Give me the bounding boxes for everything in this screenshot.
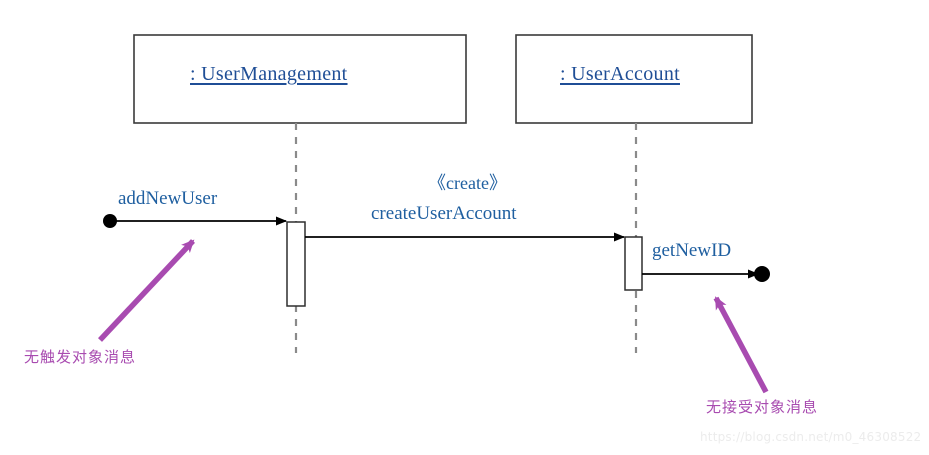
annotation-arrow-no-trigger-object <box>97 239 196 342</box>
annotation-arrow-no-receiver-object <box>713 296 769 394</box>
message-label-add-new-user: addNewUser <box>118 188 218 209</box>
object-box-user-account[interactable] <box>515 34 753 124</box>
message-get-new-id[interactable] <box>642 266 770 282</box>
object-box-user-management[interactable] <box>133 34 467 124</box>
object-name-user-account[interactable]: : UserAccount <box>560 63 680 85</box>
activation-bar-user-management[interactable] <box>286 221 306 307</box>
message-stereotype-create: 《create》 <box>428 173 507 193</box>
object-name-user-management[interactable]: : UserManagement <box>190 63 348 85</box>
lifeline-user-account[interactable] <box>515 34 753 353</box>
message-add-new-user[interactable] <box>103 214 287 228</box>
watermark-text: https://blog.csdn.net/m0_46308522 <box>700 430 922 444</box>
annotation-label-no-receiver-object: 无接受对象消息 <box>706 398 819 416</box>
annotation-label-no-trigger-object: 无触发对象消息 <box>24 348 137 366</box>
found-message-start-dot <box>103 214 117 228</box>
lost-message-end-dot <box>754 266 770 282</box>
message-label-get-new-id: getNewID <box>652 240 732 261</box>
activation-bar-user-account[interactable] <box>624 236 643 291</box>
message-label-create-user-account: createUserAccount <box>371 203 517 224</box>
lifeline-user-management[interactable] <box>133 34 467 353</box>
